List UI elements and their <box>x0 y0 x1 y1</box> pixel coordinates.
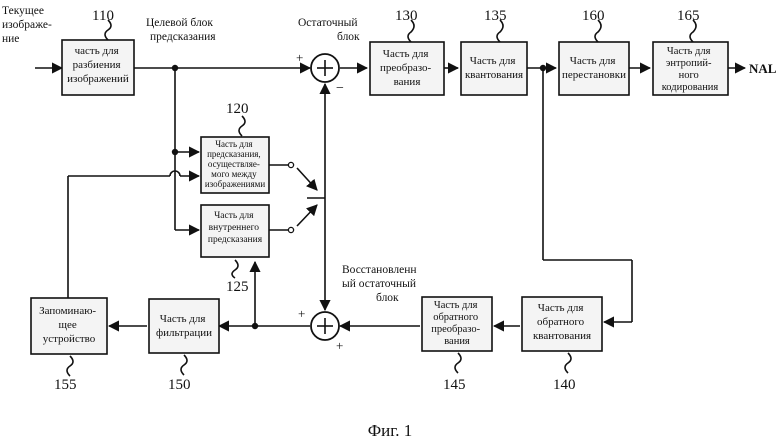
block-130: Часть для преобразо- вания <box>370 42 444 95</box>
block-125: Часть для внутреннего предсказания <box>201 205 269 257</box>
minus-sign: − <box>336 81 344 96</box>
block-145-line: Часть для <box>434 300 478 311</box>
ref-140: 140 <box>553 377 576 393</box>
block-140-line: обратного <box>537 316 585 328</box>
block-120: Часть для предсказания, осуществляе- мог… <box>201 137 269 193</box>
block-120-line: осуществляе- <box>208 159 260 169</box>
block-110-line: изображений <box>67 73 129 85</box>
block-145-line: обратного <box>433 312 478 323</box>
block-165-line: ного <box>679 70 699 81</box>
junction-dot <box>172 149 178 155</box>
switch-contact <box>288 227 293 232</box>
ref-135: 135 <box>484 8 507 24</box>
block-145: Часть для обратного преобразо- вания <box>422 297 492 351</box>
ref-120: 120 <box>226 101 249 117</box>
reconstructed-residual-label: Восстановленн ый остаточный блок <box>342 264 419 304</box>
block-165-line: энтропий- <box>666 58 712 69</box>
block-145-line: преобразо- <box>431 324 480 335</box>
ref-165: 165 <box>677 8 700 24</box>
block-130-line: Часть для <box>383 48 429 60</box>
block-140-line: Часть для <box>538 302 584 314</box>
junction-dot <box>540 65 546 71</box>
block-160-line: перестановки <box>562 69 626 81</box>
block-120-line: мого между <box>211 169 257 179</box>
block-110-line: часть для <box>75 45 119 57</box>
residual-block-label: Остаточный блок <box>298 17 360 43</box>
block-150-line: фильтрации <box>156 327 212 339</box>
svg-text:часть для разбиения: часть для разбиения изображений <box>67 45 129 85</box>
svg-text:Часть для внутреннего: Часть для внутреннего предсказания <box>208 211 263 245</box>
block-160: Часть для перестановки <box>559 42 629 95</box>
block-155-line: Запоминаю- <box>39 305 96 317</box>
plus-sign: + <box>298 306 305 321</box>
block-155: Запоминаю- щее устройство <box>31 298 107 354</box>
target-block-label: Целевой блок предсказания <box>146 17 216 43</box>
sum-node-subtract <box>311 54 339 82</box>
block-130-line: преобразо- <box>380 62 432 74</box>
block-155-line: устройство <box>43 333 96 345</box>
block-125-line: предсказания <box>208 235 263 245</box>
block-165-line: кодирования <box>662 82 719 93</box>
block-120-line: изображениями <box>205 179 265 189</box>
block-165: Часть для энтропий- ного кодирования <box>653 42 728 95</box>
ref-160: 160 <box>582 8 605 24</box>
block-140: Часть для обратного квантования <box>522 297 602 351</box>
junction-dot <box>172 65 178 71</box>
junction-dot <box>252 323 258 329</box>
block-145-line: вания <box>444 336 470 347</box>
switch-contact <box>288 162 293 167</box>
block-155-line: щее <box>59 319 77 331</box>
block-135-line: Часть для <box>470 55 516 67</box>
block-150: Часть для фильтрации <box>149 299 219 353</box>
block-150-line: Часть для <box>160 313 206 325</box>
input-label: Текущее изображе- ние <box>2 5 55 45</box>
block-110-line: разбиения <box>73 59 121 71</box>
block-120-line: Часть для <box>215 139 252 149</box>
ref-110: 110 <box>92 8 114 24</box>
plus-sign: + <box>336 338 343 353</box>
block-135: Часть для квантования <box>461 42 527 95</box>
ref-125: 125 <box>226 279 249 295</box>
ref-130: 130 <box>395 8 418 24</box>
block-125-line: внутреннего <box>209 223 260 233</box>
block-130-line: вания <box>394 76 421 88</box>
block-165-line: Часть для <box>667 46 711 57</box>
block-140-line: квантования <box>533 330 591 342</box>
sum-node-add <box>311 312 339 340</box>
block-160-line: Часть для <box>570 55 616 67</box>
block-135-line: квантования <box>465 69 523 81</box>
block-120-line: предсказания, <box>207 149 261 159</box>
plus-sign: + <box>296 50 303 65</box>
figure-caption: Фиг. 1 <box>0 421 780 441</box>
block-125-line: Часть для <box>214 211 254 221</box>
ref-145: 145 <box>443 377 466 393</box>
nal-output-label: NAL <box>749 61 777 76</box>
block-110: часть для разбиения изображений <box>62 40 134 95</box>
ref-150: 150 <box>168 377 191 393</box>
svg-text:Часть для обратного: Часть для обратного квантования <box>533 302 591 342</box>
ref-155: 155 <box>54 377 77 393</box>
